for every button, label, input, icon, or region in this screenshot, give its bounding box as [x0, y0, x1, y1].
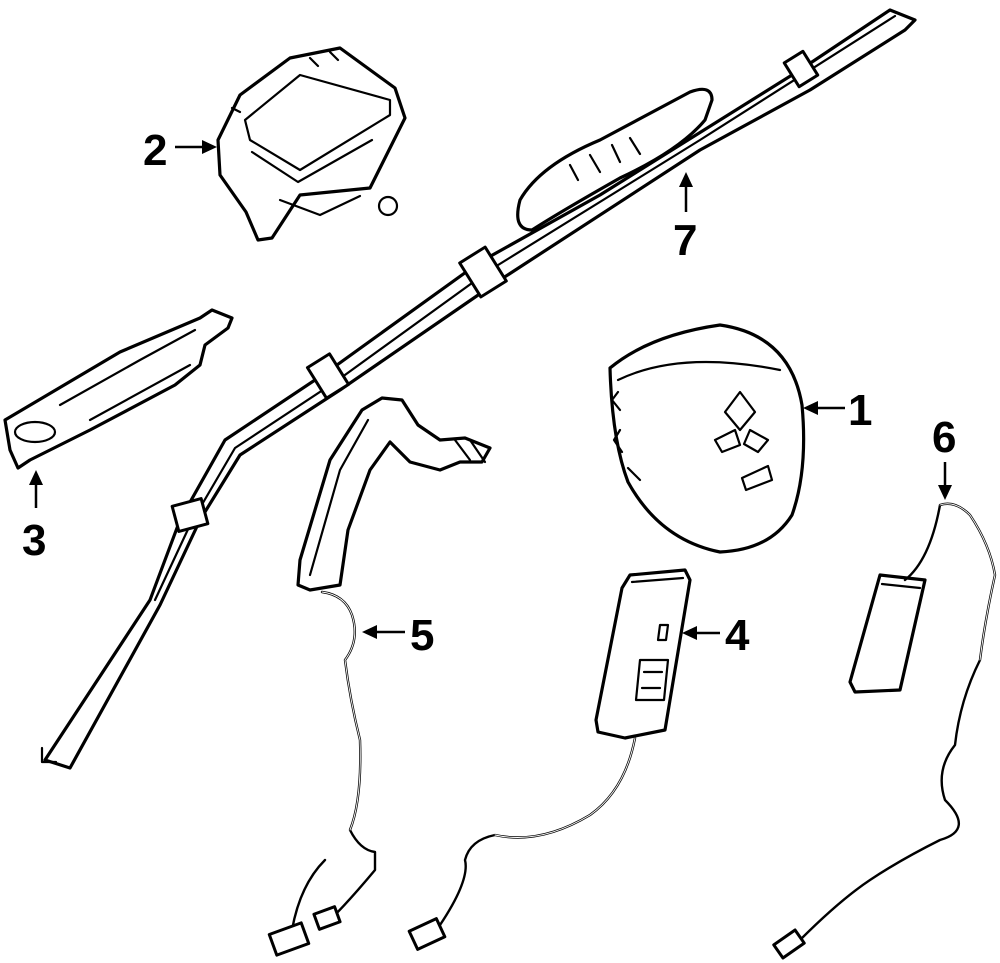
callout-label-4: 4 — [725, 611, 750, 660]
passenger-airbag-part-2 — [216, 46, 407, 242]
side-airbag-part-5 — [267, 396, 492, 957]
callout-5: 5 — [362, 611, 434, 660]
callout-label-6: 6 — [932, 413, 956, 462]
curtain-sensor-part-6 — [772, 502, 997, 960]
callout-label-5: 5 — [410, 611, 434, 660]
callout-4: 4 — [682, 611, 750, 660]
callout-2: 2 — [143, 126, 217, 175]
callout-label-3: 3 — [22, 516, 46, 565]
seat-airbag-part-4 — [407, 568, 692, 951]
callout-7: 7 — [673, 172, 697, 265]
curtain-airbag-part-7 — [40, 8, 917, 770]
callout-label-2: 2 — [143, 126, 167, 175]
callout-6: 6 — [932, 413, 956, 500]
callout-3: 3 — [22, 470, 46, 565]
callout-label-7: 7 — [673, 216, 697, 265]
callout-label-1: 1 — [848, 386, 872, 435]
callout-1: 1 — [803, 386, 872, 435]
driver-airbag-part-1 — [608, 323, 806, 554]
bracket-part-3 — [3, 308, 234, 470]
